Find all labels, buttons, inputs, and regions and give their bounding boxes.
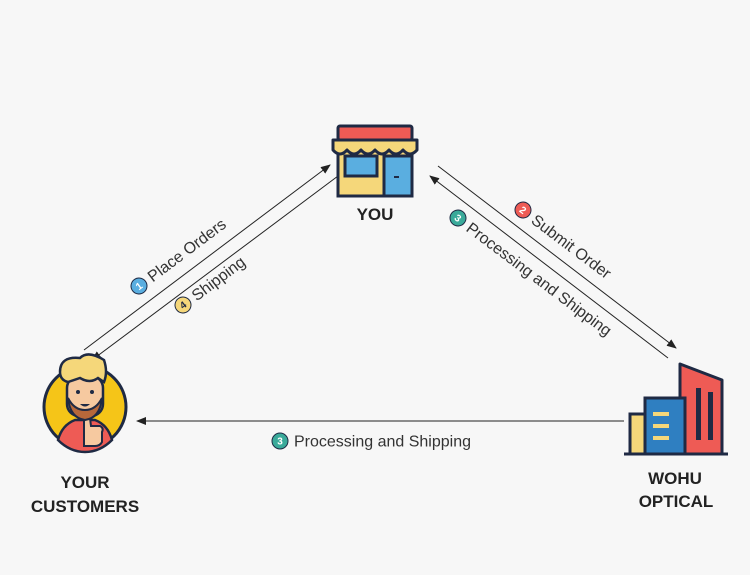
arrow-processing-diag (429, 175, 669, 359)
step-1-badge (130, 277, 148, 295)
arrow-shipping (91, 175, 339, 361)
step-3b-badge (271, 432, 289, 450)
node-customers-label-1: YOUR (60, 473, 109, 492)
node-wohu-label-2: OPTICAL (639, 492, 714, 511)
step-1-number: 1 (134, 280, 145, 292)
node-wohu-label-1: WOHU (648, 469, 702, 488)
arrow-submit-order (437, 165, 677, 349)
step-4-badge (174, 296, 192, 314)
step-shipping-label: Shipping (189, 254, 249, 305)
step-2-number: 2 (517, 205, 528, 217)
building-icon (624, 362, 728, 456)
step-3b-number: 3 (277, 437, 283, 448)
arrow-place-orders (83, 164, 331, 351)
step-3-number: 3 (452, 213, 463, 225)
store-icon (331, 124, 419, 198)
step-2-badge (514, 201, 532, 219)
step-4-number: 4 (178, 299, 189, 311)
customer-avatar-icon (42, 353, 128, 454)
step-processing-bottom-label: Processing and Shipping (294, 434, 471, 451)
node-you-label: YOU (357, 205, 394, 224)
step-processing-bottom: 3 Processing and Shipping (271, 432, 471, 451)
step-3-badge (449, 209, 467, 227)
step-processing-diag-label: Processing and Shipping (463, 220, 615, 340)
node-customers-label-2: CUSTOMERS (31, 497, 139, 516)
